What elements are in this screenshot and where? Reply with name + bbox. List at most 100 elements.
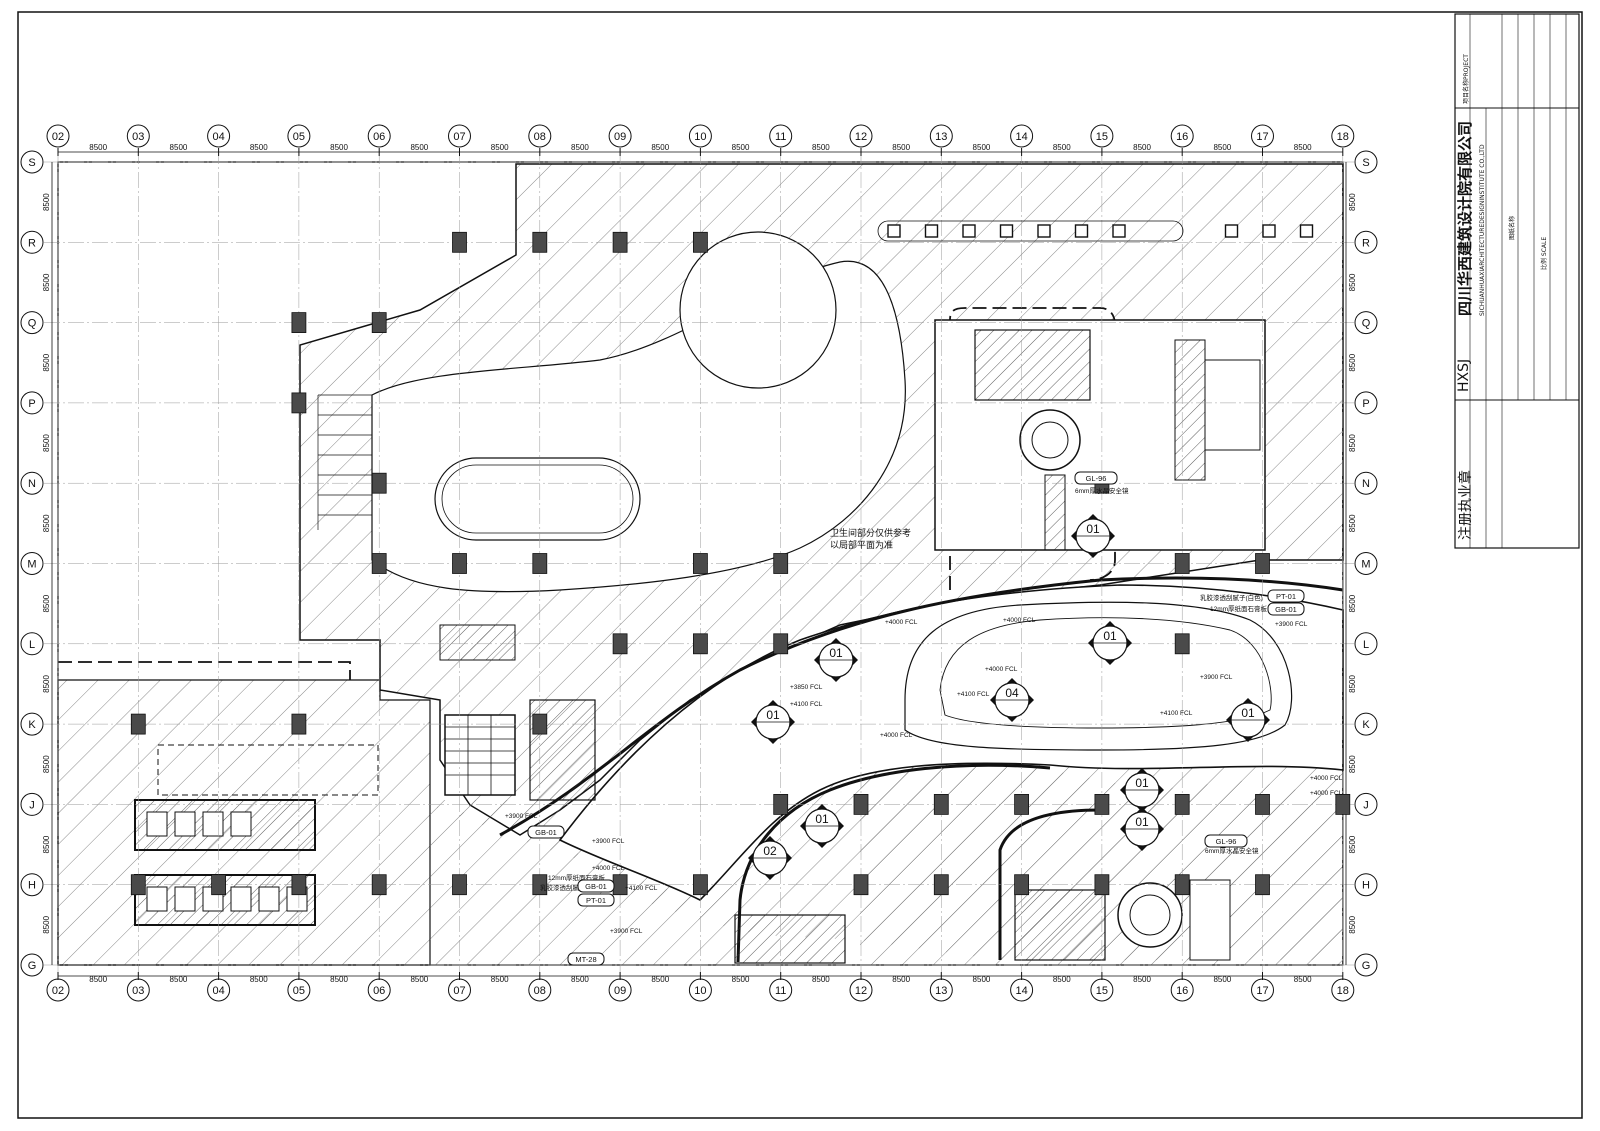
latex-note-bottom: 乳胶漆透刮腻子(白色) [540, 883, 603, 892]
bollard [1224, 224, 1239, 238]
svg-text:Q: Q [28, 318, 37, 330]
material-tags: GL-96 PT-01 GB-01 GB-01 GB-01 PT-01 MT-2… [527, 471, 1305, 966]
spacing-label: 8500 [1133, 975, 1151, 984]
spacing-label: 8500 [1348, 835, 1357, 853]
spacing-label: 8500 [1348, 193, 1357, 211]
structural-column [693, 231, 708, 253]
dashed-boundaries [58, 307, 1116, 680]
grid-bubble-col: 03 [126, 978, 150, 1002]
svg-text:18: 18 [1337, 985, 1349, 997]
structural-column [612, 633, 628, 655]
tag-pt01-mid: PT-01 [577, 893, 615, 907]
spacing-label: 8500 [571, 143, 589, 152]
svg-text:H: H [28, 880, 36, 892]
grid-bubble-col: 17 [1251, 124, 1274, 148]
svg-text:17: 17 [1256, 131, 1268, 143]
grid-bubble-row: Q [1354, 311, 1378, 335]
grid-bubble-col: 09 [608, 124, 632, 148]
spacing-label: 8500 [1294, 143, 1312, 152]
spacing-label: 8500 [42, 193, 51, 211]
svg-text:15: 15 [1096, 131, 1108, 143]
structural-column [1255, 794, 1270, 815]
grid-bubble-col: 16 [1170, 124, 1194, 148]
spacing-label: 8500 [973, 143, 991, 152]
bollard [962, 224, 976, 238]
grid-bubble-col: 08 [528, 124, 552, 148]
svg-text:04: 04 [1005, 686, 1019, 700]
structural-column [1094, 874, 1110, 896]
structural-column [1255, 874, 1270, 896]
structural-column [452, 874, 467, 896]
svg-text:13: 13 [935, 985, 947, 997]
oval-island-inner [441, 464, 634, 534]
svg-text:S: S [28, 157, 35, 169]
structural-column [933, 794, 949, 815]
glass-note-top: 6mm厚水晶安全镜 [1075, 486, 1129, 495]
spacing-label: 8500 [1348, 915, 1357, 933]
structural-column [291, 713, 307, 735]
detail-callout: 01 [1120, 807, 1164, 851]
svg-text:06: 06 [373, 131, 385, 143]
grid-bubble-col: 18 [1331, 978, 1355, 1002]
spacing-label: 8500 [42, 755, 51, 773]
structural-column [532, 553, 548, 574]
glass-note-bottom: 6mm厚水晶安全镜 [1205, 846, 1259, 855]
grid-bubble-row: G [1354, 953, 1378, 977]
svg-text:Q: Q [1362, 318, 1371, 330]
spacing-label: 8500 [1213, 143, 1231, 152]
structural-column [853, 874, 869, 896]
structural-column [371, 472, 387, 494]
granite-note-top: 12mm厚纸面石膏板 [1210, 604, 1268, 613]
grid-bubble-row: J [1354, 792, 1378, 816]
structural-column [693, 553, 708, 574]
bollard [1299, 224, 1314, 238]
grid-bubble-row: H [1354, 873, 1378, 897]
svg-text:02: 02 [763, 844, 777, 858]
spacing-label: 8500 [89, 143, 107, 152]
spacing-label: 8500 [812, 975, 830, 984]
svg-text:12: 12 [855, 985, 867, 997]
grid-bubble-col: 12 [849, 978, 873, 1002]
spacing-label: 8500 [732, 975, 750, 984]
tag-gb01-mid: GB-01 [577, 879, 615, 893]
svg-text:02: 02 [52, 985, 64, 997]
svg-text:07: 07 [453, 985, 465, 997]
structural-column [1014, 874, 1029, 896]
grid-layer: 0202850085000303850085000404850085000505… [20, 124, 1378, 1002]
structural-column [532, 231, 548, 253]
project-label: 项目名称PROJECT [1462, 54, 1470, 104]
svg-text:R: R [28, 237, 36, 249]
level-4000: +4000 FCL [1310, 775, 1343, 782]
svg-text:J: J [1363, 799, 1369, 811]
grid-bubble-col: 17 [1251, 978, 1274, 1002]
structural-column [532, 874, 548, 896]
grid-bubble-row: K [20, 712, 44, 736]
spacing-label: 8500 [651, 975, 669, 984]
spacing-label: 8500 [1348, 755, 1357, 773]
svg-text:01: 01 [1103, 629, 1117, 643]
svg-text:08: 08 [534, 131, 546, 143]
detail-callout: 01 [800, 804, 844, 848]
spacing-label: 8500 [491, 975, 509, 984]
structural-column [693, 633, 708, 655]
stamp-title: 注册执业章 [1457, 470, 1474, 540]
lower-center-core [734, 914, 846, 964]
spacing-label: 8500 [42, 514, 51, 532]
spacing-label: 8500 [1348, 434, 1357, 452]
svg-text:04: 04 [212, 985, 224, 997]
grid-bubble-row: N [20, 471, 44, 495]
svg-text:01: 01 [1135, 815, 1149, 829]
svg-text:PT-01: PT-01 [586, 896, 606, 905]
grid-bubble-col: 09 [608, 978, 632, 1002]
structural-column [130, 713, 146, 735]
svg-text:02: 02 [52, 131, 64, 143]
spacing-label: 8500 [973, 975, 991, 984]
tag-gl96-top: GL-96 [1074, 471, 1118, 485]
grid-bubble-col: 04 [207, 978, 231, 1002]
detail-callout: 02 [748, 836, 792, 880]
svg-text:16: 16 [1176, 985, 1188, 997]
svg-text:09: 09 [614, 131, 626, 143]
grid-bubble-col: 04 [207, 124, 231, 148]
spacing-label: 8500 [1348, 273, 1357, 291]
